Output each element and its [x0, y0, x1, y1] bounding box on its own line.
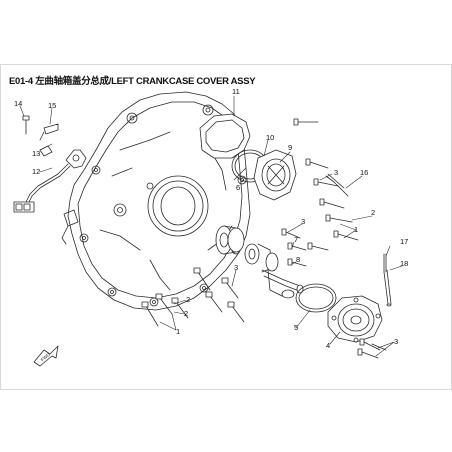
callout-2a: 2: [371, 208, 375, 217]
callout-12: 12: [32, 167, 40, 176]
callout-2b: 2: [186, 295, 190, 304]
callout-3b: 3: [301, 217, 305, 226]
small-cover-9: [253, 149, 297, 201]
dowel-pins: [325, 173, 392, 307]
callout-14: 14: [14, 99, 22, 108]
fwd-label: FWD: [40, 352, 52, 363]
callout-2c: 2: [184, 309, 188, 318]
callout-7: 7: [294, 235, 298, 244]
callout-17: 17: [400, 237, 408, 246]
callout-10: 10: [266, 133, 274, 142]
bearing-shaft-stack: [215, 225, 304, 299]
callout-16: 16: [360, 168, 368, 177]
callout-1a: 1: [354, 225, 358, 234]
fwd-arrow-icon: FWD: [33, 345, 59, 367]
cover-gasket-11: [199, 113, 251, 159]
callout-numbers: 11 10 9 6 3 16 2 1 17 18 3 7 8 5 4 3 2 2…: [14, 87, 408, 350]
diagram-title: E01-4 左曲轴箱盖分总成/LEFT CRANKCASE COVER ASSY: [9, 76, 256, 87]
callout-3a: 3: [334, 168, 338, 177]
bolts: [141, 118, 387, 359]
cap-cover-4: [327, 295, 383, 343]
callout-9: 9: [288, 143, 292, 152]
callout-8: 8: [296, 255, 300, 264]
callout-5: 5: [294, 323, 298, 332]
callout-3d: 3: [234, 263, 238, 272]
callout-6: 6: [236, 183, 240, 192]
callout-1b: 1: [176, 327, 180, 336]
callout-18: 18: [400, 259, 408, 268]
callout-4: 4: [326, 341, 330, 350]
callout-13: 13: [32, 149, 40, 158]
callout-15: 15: [48, 101, 56, 110]
callout-11: 11: [232, 87, 240, 96]
callout-3c: 3: [394, 337, 398, 346]
leader-lines: [19, 95, 403, 357]
o-ring-5: [295, 283, 337, 313]
